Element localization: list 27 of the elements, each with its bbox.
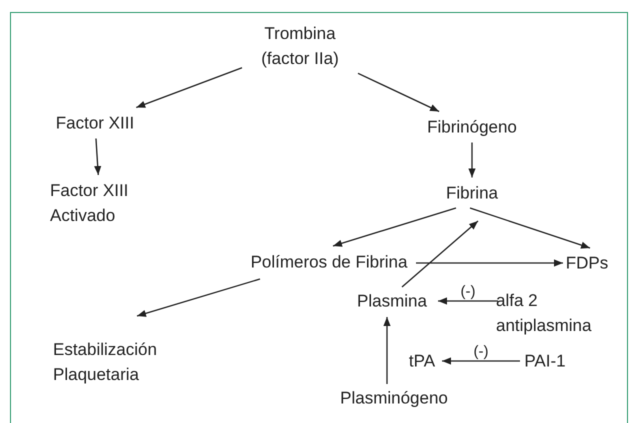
arrow xyxy=(136,278,260,317)
arrow xyxy=(136,67,242,108)
arrow xyxy=(358,72,440,112)
edge-label: (-) xyxy=(472,344,490,360)
arrow xyxy=(402,220,478,288)
node-label: tPA xyxy=(408,352,436,370)
node-label: Fibrinógeno xyxy=(427,118,517,136)
node-label: Fibrina xyxy=(446,184,498,202)
node-label: PAI-1 xyxy=(524,352,566,370)
node-label: alfa 2 antiplasmina xyxy=(496,291,592,335)
arrow xyxy=(468,142,476,178)
arrow xyxy=(416,259,563,267)
node-label: Plasmina xyxy=(357,292,427,310)
arrow xyxy=(94,138,102,176)
arrow xyxy=(332,207,456,247)
edge-label: (-) xyxy=(460,284,476,300)
node-label: Factor XIII xyxy=(56,114,134,132)
arrow xyxy=(438,297,498,305)
node-label: Plasminógeno xyxy=(340,388,448,408)
node-label: Estabilización Plaquetaria xyxy=(53,340,157,384)
arrow xyxy=(442,357,520,365)
arrow xyxy=(470,207,590,249)
node-label: Trombina (factor IIa) xyxy=(261,24,339,68)
node-label: Polímeros de Fibrina xyxy=(250,252,408,272)
arrow xyxy=(383,317,391,384)
node-label: FDPs xyxy=(566,254,608,272)
node-label: Factor XIII Activado xyxy=(50,181,128,225)
